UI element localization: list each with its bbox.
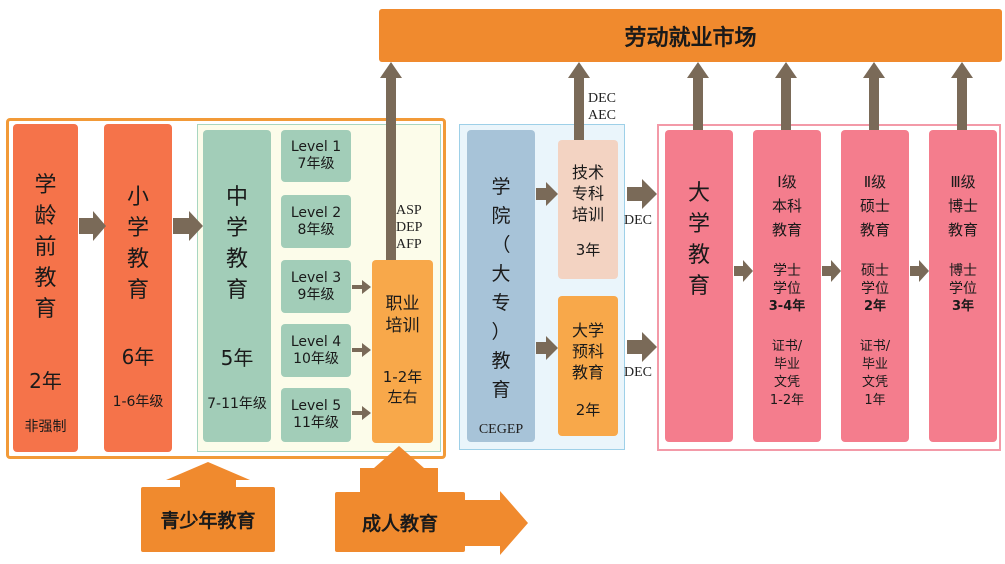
master-box: Ⅱ级 硕士 教育 硕士 学位 2年 证书/ 毕业 文凭 1年 (841, 130, 909, 442)
doctor-box: Ⅲ级 博士 教育 博士 学位 3年 (929, 130, 997, 442)
level-2-box: Level 2 8年级 (281, 195, 351, 248)
arrow-level3-to-vocational (352, 280, 371, 294)
preschool-note: 非强制 (24, 419, 67, 435)
level-3-box: Level 3 9年级 (281, 260, 351, 313)
doctor-title: Ⅲ级 博士 教育 (947, 173, 978, 239)
level-4-label: Level 4 (290, 333, 342, 350)
adult-education-label: 成人教育 (361, 512, 438, 535)
arrow-technical-to-university (627, 179, 657, 209)
level-4-box: Level 4 10年级 (281, 324, 351, 377)
arrow-doctor-to-market (951, 62, 973, 130)
university-title: 大 学 教 育 (687, 181, 710, 299)
secondary-note: 7-11年级 (207, 396, 267, 412)
cegep-name: CEGEP (478, 422, 524, 437)
secondary-title: 中 学 教 育 (225, 185, 248, 303)
vocational-years: 1-2年 左右 (382, 368, 423, 406)
preschool-title: 学 龄 前 教 育 (34, 173, 57, 322)
arrow-cegep-to-preuniv (536, 336, 558, 360)
arrow-preuniv-to-university (627, 332, 657, 362)
bachelor-degree: 学士 学位 (773, 263, 801, 297)
arrow-youth-up (166, 462, 250, 487)
technical-years: 3年 (575, 241, 601, 259)
level-1-grade: 7年级 (297, 156, 335, 172)
doctor-years: 3年 (951, 299, 975, 314)
arrow-master-to-doctor (910, 260, 929, 282)
level-5-box: Level 5 11年级 (281, 388, 351, 442)
arrow-university-to-bachelor (734, 260, 753, 282)
level-3-label: Level 3 (290, 269, 342, 286)
university-box: 大 学 教 育 (665, 130, 733, 442)
secondary-box: 中 学 教 育 5年 7-11年级 (203, 130, 271, 442)
technical-box: 技术 专科 培训 3年 (558, 140, 618, 279)
bachelor-years: 3-4年 (768, 299, 806, 314)
preschool-box: 学 龄 前 教 育 2年 非强制 (13, 124, 78, 452)
cegep-box: 学 院 （ 大 专 ） 教 育 CEGEP (467, 130, 535, 442)
preschool-years: 2年 (29, 369, 62, 393)
adult-education-box: 成人教育 (335, 492, 465, 552)
labor-market-bar: 劳动就业市场 (379, 9, 1002, 62)
level-1-label: Level 1 (290, 139, 342, 155)
vocational-title: 职业 培训 (385, 294, 420, 336)
bachelor-cert: 证书/ 毕业 文凭 1-2年 (769, 339, 805, 408)
master-cert: 证书/ 毕业 文凭 1年 (859, 339, 891, 408)
technical-title: 技术 专科 培训 (571, 163, 604, 224)
arrow-technical-to-market (568, 62, 590, 140)
preuniv-box: 大学 预科 教育 2年 (558, 296, 618, 436)
arrow-primary-to-secondary (173, 211, 203, 241)
secondary-years: 5年 (220, 346, 254, 370)
preuniv-years: 2年 (575, 401, 601, 419)
cegep-title: 学 院 （ 大 专 ） 教 育 (491, 176, 511, 401)
technical-credentials: DEC AEC (588, 91, 616, 123)
labor-market-label: 劳动就业市场 (624, 25, 757, 51)
arrow-preschool-to-primary (79, 211, 106, 241)
arrow-bachelor-to-master (822, 260, 841, 282)
technical-out-label: DEC (624, 213, 652, 228)
arrow-level5-to-vocational (352, 406, 371, 420)
youth-education-box: 青少年教育 (141, 487, 275, 552)
arrow-adult-up (360, 446, 438, 492)
primary-note: 1-6年级 (112, 394, 164, 410)
preuniv-title: 大学 预科 教育 (571, 321, 604, 382)
master-degree: 硕士 学位 (861, 263, 889, 297)
bachelor-box: Ⅰ级 本科 教育 学士 学位 3-4年 证书/ 毕业 文凭 1-2年 (753, 130, 821, 442)
doctor-degree: 博士 学位 (949, 263, 977, 297)
level-5-grade: 11年级 (293, 415, 339, 431)
level-2-grade: 8年级 (297, 221, 335, 238)
master-years: 2年 (863, 299, 887, 314)
arrow-bachelor-to-market (775, 62, 797, 130)
level-4-grade: 10年级 (293, 350, 339, 367)
bachelor-title: Ⅰ级 本科 教育 (771, 173, 802, 239)
primary-years: 6年 (121, 345, 155, 369)
preuniv-out-label: DEC (624, 365, 652, 380)
level-2-label: Level 2 (290, 204, 342, 221)
arrow-level4-to-vocational (352, 343, 371, 357)
vocational-box: 职业 培训 1-2年 左右 (372, 260, 433, 443)
arrow-vocational-to-market (380, 62, 402, 260)
primary-title: 小 学 教 育 (126, 185, 149, 303)
primary-box: 小 学 教 育 6年 1-6年级 (104, 124, 172, 452)
master-title: Ⅱ级 硕士 教育 (859, 173, 890, 239)
level-5-label: Level 5 (290, 398, 342, 414)
arrow-master-to-market (863, 62, 885, 130)
level-1-box: Level 1 7年级 (281, 130, 351, 182)
level-3-grade: 9年级 (297, 286, 335, 303)
vocational-credentials: ASP DEP AFP (396, 203, 423, 252)
arrow-university-to-market (687, 62, 709, 130)
arrow-cegep-to-technical (536, 182, 558, 206)
youth-education-label: 青少年教育 (160, 510, 256, 532)
